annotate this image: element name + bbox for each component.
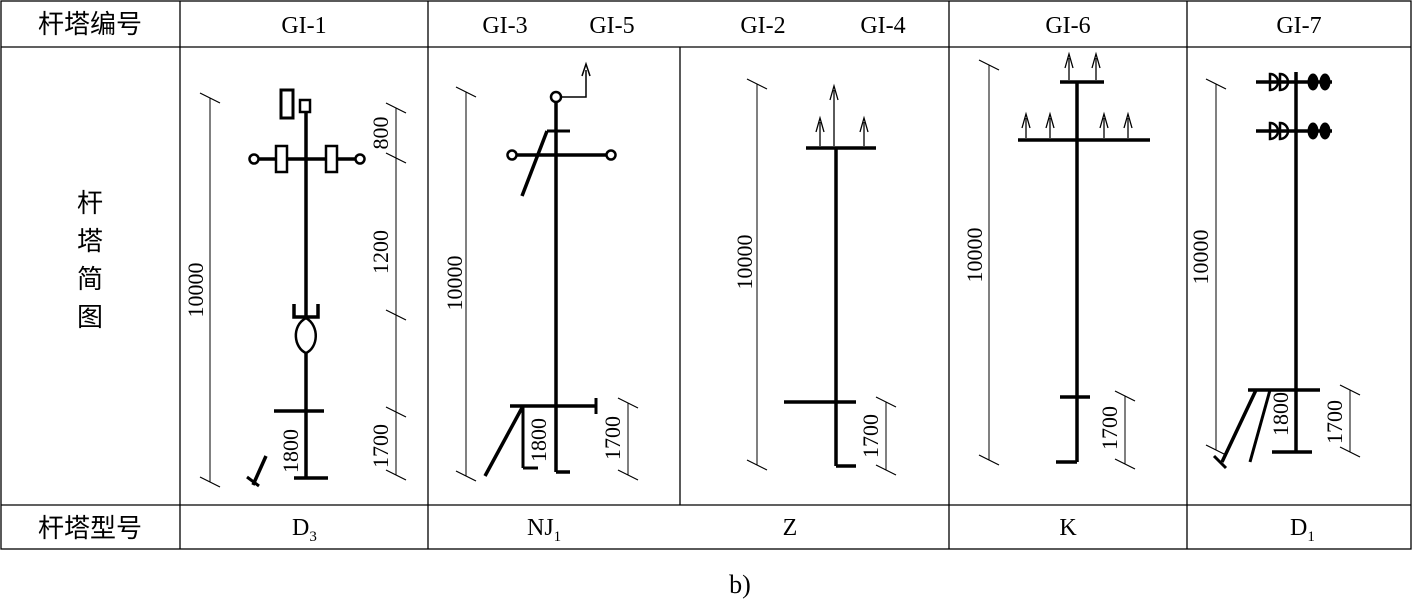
- column-id: GI-7: [1276, 13, 1321, 39]
- dimension-label: 1700: [1322, 400, 1347, 444]
- pole-sketch-gi-3-gi-5: [455, 61, 639, 482]
- dimension-label: 1800: [526, 418, 551, 462]
- pole-type: K: [1059, 515, 1077, 541]
- pole-type-main: K: [1059, 515, 1077, 541]
- dimension-label: 800: [368, 117, 393, 150]
- dimension-label: 1800: [1268, 392, 1293, 436]
- pole-type: D3: [292, 515, 317, 545]
- dimension-label: 1200: [368, 230, 393, 274]
- dimension-label: 1700: [1097, 406, 1122, 450]
- dimension-label: 10000: [183, 263, 208, 318]
- pole-sketch-gi-1: [199, 88, 407, 488]
- pole-sketch-gi-7: [1205, 72, 1361, 470]
- column-id: GI-2: [740, 13, 785, 39]
- dimension-label: 10000: [732, 235, 757, 290]
- column-id: GI-3: [482, 13, 527, 39]
- row-label-char: 简: [77, 265, 103, 294]
- column-id: GI-6: [1045, 13, 1090, 39]
- dimension-label: 10000: [442, 256, 467, 311]
- pole-type-main: D: [292, 515, 309, 541]
- dimension-label: 10000: [1188, 230, 1213, 285]
- dimension-label: 1700: [368, 424, 393, 468]
- dimension-label: 10000: [962, 228, 987, 283]
- row-label-sketch: 杆 塔 简 图: [77, 189, 103, 332]
- row-label-char: 塔: [77, 227, 103, 256]
- column-id: GI-1: [281, 13, 326, 39]
- row-label-type: 杆塔型号: [38, 514, 142, 543]
- pole-type-sub: 3: [309, 529, 317, 545]
- pole-type-main: NJ: [527, 515, 554, 541]
- row-label-number: 杆塔编号: [38, 10, 142, 39]
- pole-type-main: Z: [783, 515, 798, 541]
- pole-type: NJ1: [527, 515, 561, 545]
- row-label-char: 图: [77, 303, 103, 332]
- pole-type-main: D: [1290, 515, 1307, 541]
- row-label-char: 杆: [77, 189, 103, 218]
- column-id: GI-4: [860, 13, 905, 39]
- pole-type-sub: 1: [554, 529, 562, 545]
- pole-type: Z: [783, 515, 798, 541]
- figure-caption: b): [729, 570, 751, 599]
- column-id: GI-5: [589, 13, 634, 39]
- pole-type-sub: 1: [1307, 529, 1315, 545]
- pole-type: D1: [1290, 515, 1315, 545]
- dimension-label: 1700: [600, 416, 625, 460]
- dimension-label: 1700: [858, 414, 883, 458]
- dimension-label: 1800: [278, 429, 303, 473]
- pole-sketch-gi-2-gi-4: [746, 78, 897, 476]
- pole-sketch-gi-6: [978, 51, 1150, 470]
- table-grid: [0, 0, 1412, 550]
